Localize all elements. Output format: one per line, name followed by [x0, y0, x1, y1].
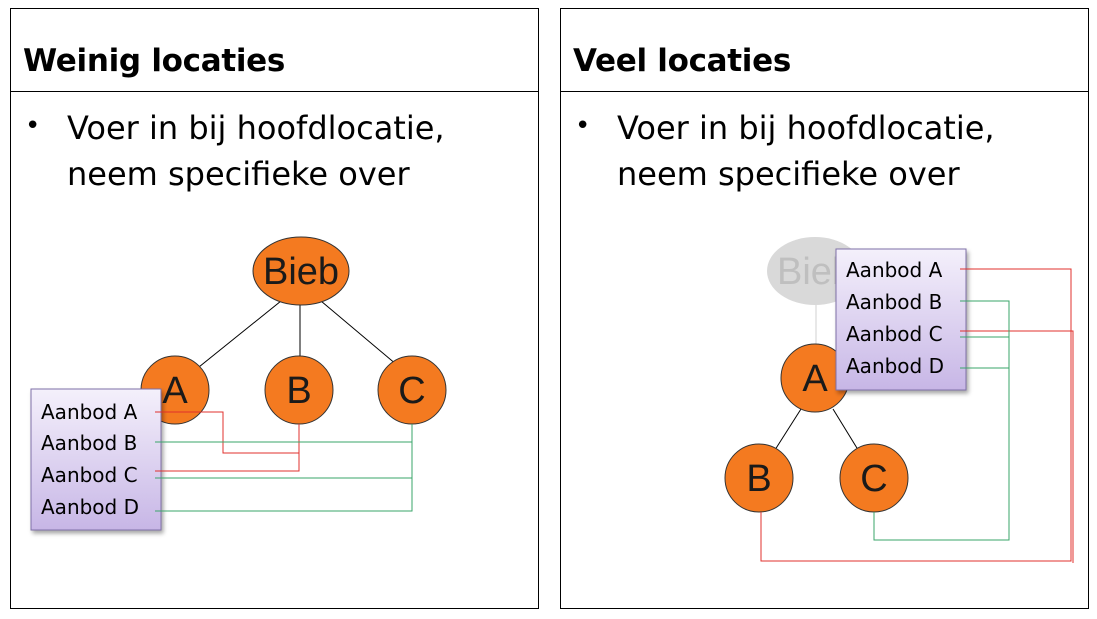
bullet-icon: •: [575, 111, 591, 141]
panel-many-locations: Veel locaties • Voer in bij hoofdlocatie…: [560, 8, 1089, 609]
link-offer-b-to-c: [873, 300, 1010, 541]
offer-c-label: Aanbod C: [41, 463, 138, 487]
node-b-label: B: [286, 370, 311, 412]
panel-title: Weinig locaties: [23, 43, 286, 79]
offer-a-label: Aanbod A: [846, 258, 943, 282]
panel-title: Veel locaties: [573, 43, 792, 79]
edge-a-c: [832, 408, 861, 454]
node-c-label: C: [860, 458, 887, 500]
node-c-label: C: [398, 370, 425, 412]
offer-c-label: Aanbod C: [846, 322, 943, 346]
offer-b-label: Aanbod B: [846, 290, 942, 314]
edge-a-b: [772, 408, 802, 454]
offer-box: [30, 388, 162, 531]
link-offer-a-to-b: [760, 268, 1072, 562]
bullet-text: Voer in bij hoofdlocatie, neem specifiek…: [617, 109, 995, 193]
link-offer-b-to-c: [155, 424, 413, 443]
edge-root-a: [193, 300, 282, 372]
offer-box: [835, 248, 967, 391]
offer-a-label: Aanbod A: [41, 400, 138, 424]
bullet-icon: •: [25, 111, 41, 141]
link-offer-c-to-b: [960, 330, 1074, 563]
offer-d-label: Aanbod D: [846, 354, 944, 378]
offer-d-label: Aanbod D: [41, 495, 139, 519]
node-root-label: Bieb: [263, 251, 339, 293]
panel-few-locations: Weinig locaties • Voer in bij hoofdlocat…: [10, 8, 539, 609]
link-offer-c-to-b: [155, 424, 300, 472]
node-root: [252, 236, 350, 306]
diagram-few-locations: Bieb A B C Aanbod A Aanbod B Aanbod C Aa…: [30, 236, 447, 531]
title-divider: [11, 91, 538, 92]
offer-b-label: Aanbod B: [41, 431, 137, 455]
node-a-label: A: [162, 370, 188, 412]
bullet-text: Voer in bij hoofdlocatie, neem specifiek…: [67, 109, 445, 193]
diagram-many-locations: Bieb A B C Aanbod A Aanbod B Aanbod C Aa…: [724, 237, 1074, 563]
link-offer-d-to-c: [155, 424, 413, 512]
node-a-label: A: [802, 358, 828, 400]
node-b-label: B: [746, 458, 771, 500]
edge-root-c: [320, 300, 398, 366]
title-divider: [561, 91, 1088, 92]
node-b: [724, 443, 794, 513]
